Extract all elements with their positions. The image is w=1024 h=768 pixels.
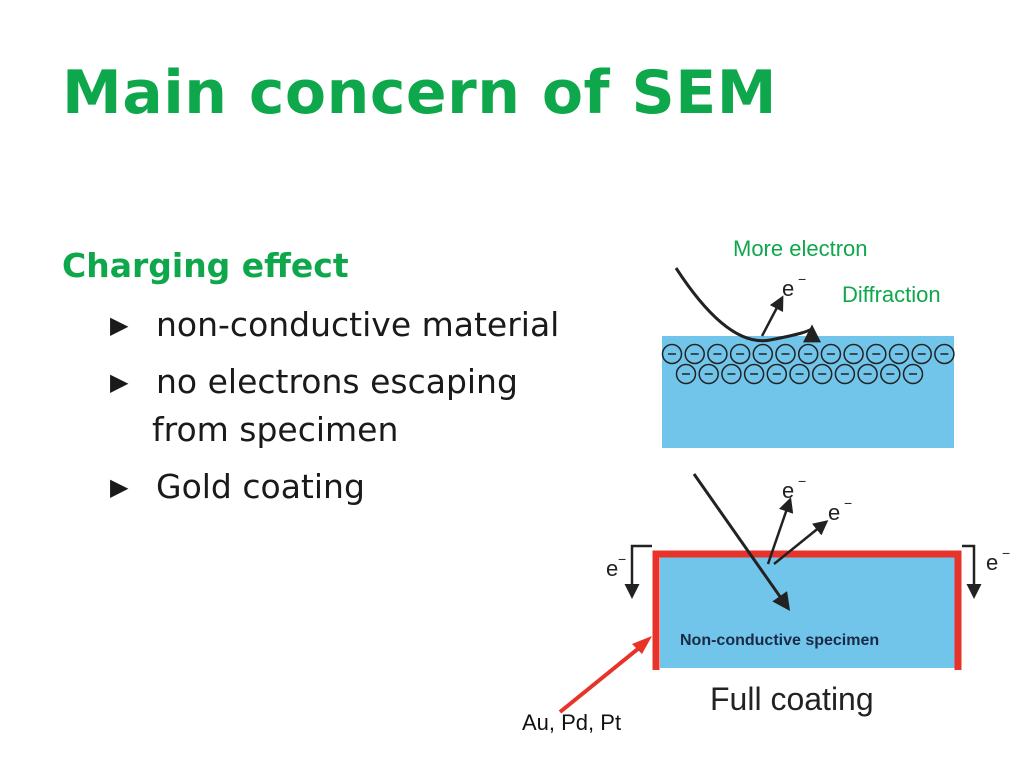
specimen-label: Non-conductive specimen bbox=[680, 632, 879, 649]
triangle-bullet-icon: ▶ bbox=[110, 473, 129, 501]
deflected-beam-arrow bbox=[674, 267, 821, 343]
electron-label-2: e bbox=[828, 500, 840, 525]
coating-pointer-head bbox=[632, 636, 652, 654]
triangle-bullet-icon: ▶ bbox=[110, 311, 129, 339]
specimen-block-bottom bbox=[660, 556, 956, 668]
label-diffraction: Diffraction bbox=[842, 282, 941, 307]
electron-minus-right: − bbox=[1002, 545, 1010, 561]
triangle-bullet-icon: ▶ bbox=[110, 368, 129, 396]
coated-specimen-panel: Non-conductive specimen Full coating e −… bbox=[558, 473, 1010, 717]
coating-pointer-line bbox=[558, 642, 646, 714]
bullet-text-3: Gold coating bbox=[156, 467, 365, 506]
charged-specimen-panel: e − bbox=[661, 267, 955, 448]
slide-subtitle: Charging effect bbox=[62, 246, 349, 285]
gold-coating-layer bbox=[652, 550, 962, 670]
bullet-item-1: ▶ non-conductive material bbox=[110, 305, 559, 344]
electron-minus-2: − bbox=[844, 495, 852, 511]
bullet-text-1: non-conductive material bbox=[156, 305, 560, 344]
incident-beam-arrow bbox=[692, 473, 791, 611]
emitted-electron-arrow-1 bbox=[766, 497, 794, 565]
emitted-electron-arrow-top bbox=[760, 295, 784, 337]
electron-label-right: e bbox=[986, 550, 998, 575]
electron-minus-top: − bbox=[798, 271, 806, 287]
bullet-item-2: ▶ no electrons escaping bbox=[110, 362, 518, 401]
label-more-electron: More electron bbox=[733, 236, 868, 261]
electron-label-1: e bbox=[782, 478, 794, 503]
electron-label-left: e bbox=[606, 556, 618, 581]
full-coating-caption: Full coating bbox=[710, 681, 874, 717]
electron-label-top: e bbox=[782, 276, 794, 301]
bullet-text-2-continued: from specimen bbox=[152, 410, 399, 449]
bullet-item-3: ▶ Gold coating bbox=[110, 467, 365, 506]
slide-title: Main concern of SEM bbox=[62, 58, 777, 128]
bullet-text-2: no electrons escaping bbox=[156, 362, 518, 401]
electron-minus-1: − bbox=[798, 473, 806, 489]
electron-minus-left: − bbox=[618, 551, 626, 567]
conduction-arrow-left bbox=[624, 544, 652, 599]
label-coating-metals: Au, Pd, Pt bbox=[522, 710, 622, 735]
conduction-arrow-right bbox=[962, 544, 982, 599]
emitted-electron-arrow-2 bbox=[773, 520, 829, 565]
negative-charge-layer bbox=[661, 343, 955, 385]
